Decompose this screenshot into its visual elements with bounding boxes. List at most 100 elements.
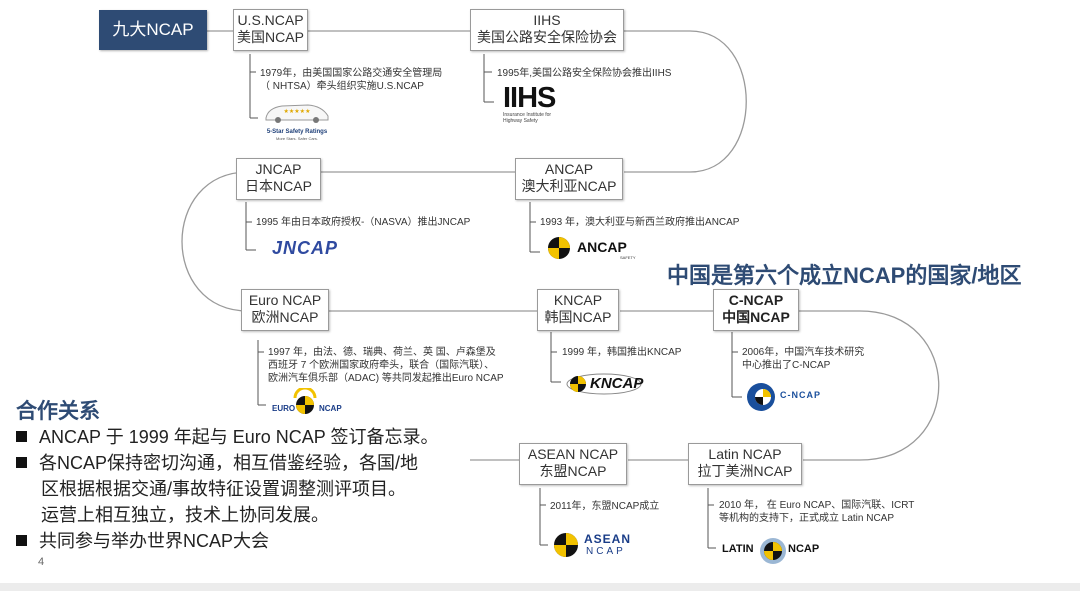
bracket-jncap [245,202,256,251]
desc-ancap: 1993 年，澳大利亚与新西兰政府推出ANCAP [540,216,739,229]
crash-test-dummy-icon [548,237,570,259]
node-jncap: JNCAP 日本NCAP [236,158,321,200]
desc-cncap: 2006年，中国汽车技术研究 中心推出了C-NCAP [742,346,864,372]
node-usncap-cn: 美国NCAP [237,29,304,45]
iihs-logo-text: IIHS [503,82,556,114]
bullet-square-icon [16,457,27,468]
jncap-logo: JNCAP [272,238,339,258]
desc-line: 中心推出了C-NCAP [742,360,831,371]
node-cncap-name: C-NCAP [728,292,784,308]
cooperation-bullet: 共同参与举办世界NCAP大会 [16,529,269,553]
bracket-iihs [483,54,494,103]
bracket-euroncap [257,340,266,406]
desc-kncap: 1999 年，韩国推出KNCAP [562,346,681,359]
usncap-logo-sub: More Stars. Safer Cars. [275,136,318,141]
ancap-logo-sub: SAFETY [620,255,636,260]
footer-bar [0,583,1080,591]
node-ancap-cn: 澳大利亚NCAP [521,178,617,194]
usncap-logo-text: 5-Star Safety Ratings [266,129,328,135]
bullet-square-icon [16,535,27,546]
desc-line: 欧洲汽车俱乐部（ADAC) 等共同发起推出Euro NCAP [268,373,504,384]
desc-line: （ NHTSA）牵头组织实施U.S.NCAP [260,81,424,92]
desc-line: 1993 年，澳大利亚与新西兰政府推出ANCAP [540,217,740,228]
timeline-connector [181,30,940,461]
node-euroncap-cn: 欧洲NCAP [251,309,319,325]
crash-test-dummy-icon [760,538,786,564]
ancap-logo: ANCAP SAFETY [547,236,637,262]
car-icon: ★★★★★ [265,104,329,123]
node-kncap: KNCAP 韩国NCAP [537,289,619,331]
desc-jncap: 1995 年由日本政府授权-（NASVA）推出JNCAP [256,216,470,229]
iihs-logo: IIHS Insurance Institute for Highway Saf… [503,84,563,128]
node-usncap: U.S.NCAP 美国NCAP [233,9,308,51]
usncap-logo: ★★★★★ 5-Star Safety Ratings More Stars. … [262,98,332,141]
desc-line: 2006年，中国汽车技术研究 [742,347,865,358]
node-latinncap: Latin NCAP 拉丁美洲NCAP [688,443,802,485]
aseanncap-logo-text: ASEAN [584,532,632,546]
bracket-kncap [550,332,561,383]
node-kncap-name: KNCAP [553,292,603,308]
cooperation-bullet: ANCAP 于 1999 年起与 Euro NCAP 签订备忘录。 [16,425,438,449]
iihs-logo-sub1: Insurance Institute for [503,112,552,118]
desc-line: 1995年,美国公路安全保险协会推出IIHS [497,68,672,79]
bullet-text: 共同参与举办世界NCAP大会 [39,531,270,551]
desc-latinncap: 2010 年， 在 Euro NCAP、国际汽联、ICRT 等机构的支持下，正式… [719,499,914,525]
desc-line: 等机构的支持下，正式成立 Latin NCAP [719,513,895,524]
node-aseanncap: ASEAN NCAP 东盟NCAP [519,443,627,485]
bracket-cncap [731,332,742,398]
bracket-aseanncap [539,488,548,546]
node-latinncap-cn: 拉丁美洲NCAP [697,463,793,479]
bracket-ancap [529,202,540,253]
node-aseanncap-cn: 东盟NCAP [539,463,607,479]
crash-test-dummy-icon [747,383,775,411]
node-usncap-name: U.S.NCAP [237,12,304,28]
kncap-swoosh-icon [566,373,642,395]
desc-euroncap: 1997 年，由法、德、瑞典、荷兰、英 国、卢森堡及 西班牙 7 个欧洲国家政府… [268,346,504,385]
ancap-logo-text: ANCAP [577,239,627,255]
cooperation-title: 合作关系 [16,400,100,423]
node-ancap: ANCAP 澳大利亚NCAP [515,158,623,200]
desc-line: 2010 年， 在 Euro NCAP、国际汽联、ICRT [719,500,915,511]
node-cncap: C-NCAP 中国NCAP [713,289,799,331]
bullet-text: 运营上相互独立，技术上协同发展。 [41,505,329,525]
latinncap-logo-text: LATIN [722,543,754,555]
cooperation-bullet: 各NCAP保持密切沟通，相互借鉴经验，各国/地 [16,451,418,475]
cooperation-bullet-cont: 区根据根据交通/事故特征设置调整测评项目。 [41,477,406,501]
desc-iihs: 1995年,美国公路安全保险协会推出IIHS [497,67,671,80]
cooperation-bullet-cont: 运营上相互独立，技术上协同发展。 [41,503,329,527]
kncap-logo: KNCAP [566,372,646,396]
node-cncap-cn: 中国NCAP [722,309,790,325]
latinncap-logo-text2: NCAP [788,543,820,555]
desc-line: 1979年，由美国国家公路交通安全管理局 [260,68,443,79]
node-iihs-cn: 美国公路安全保险协会 [477,29,617,45]
desc-line: 2011年，东盟NCAP成立 [550,501,660,512]
node-iihs-name: IIHS [533,12,561,28]
desc-line: 1999 年，韩国推出KNCAP [562,347,682,358]
aseanncap-logo: ASEAN NCAP [552,531,638,561]
node-aseanncap-name: ASEAN NCAP [527,446,619,462]
crash-test-dummy-icon [554,533,578,557]
svg-text:★★★★★: ★★★★★ [284,108,311,115]
crash-test-dummy-icon [293,388,317,414]
desc-line: 1995 年由日本政府授权-（NASVA）推出JNCAP [256,217,471,228]
highlight-text: 中国是第六个成立NCAP的国家/地区 [667,263,1022,288]
bullet-text: ANCAP 于 1999 年起与 Euro NCAP 签订备忘录。 [39,427,439,447]
kncap-logo-text: KNCAP [590,375,644,392]
bullet-square-icon [16,431,27,442]
bracket-latinncap [707,488,716,549]
node-latinncap-name: Latin NCAP [708,446,782,462]
node-jncap-cn: 日本NCAP [245,178,312,194]
euroncap-logo-text2: NCAP [319,404,342,413]
desc-aseanncap: 2011年，东盟NCAP成立 [550,500,659,513]
node-euroncap-name: Euro NCAP [248,292,322,308]
cncap-logo-text: C-NCAP [780,390,821,400]
latinncap-logo: LATIN NCAP [722,536,826,566]
iihs-logo-sub2: Highway Safety [503,118,538,124]
bullet-text: 各NCAP保持密切沟通，相互借鉴经验，各国/地 [39,453,419,473]
bullet-text: 区根据根据交通/事故特征设置调整测评项目。 [41,479,406,499]
node-jncap-name: JNCAP [255,161,302,177]
euroncap-logo-text: EURO [272,404,296,413]
node-kncap-cn: 韩国NCAP [544,309,612,325]
desc-line: 西班牙 7 个欧洲国家政府牵头，联合（国际汽联）、 [268,360,495,371]
